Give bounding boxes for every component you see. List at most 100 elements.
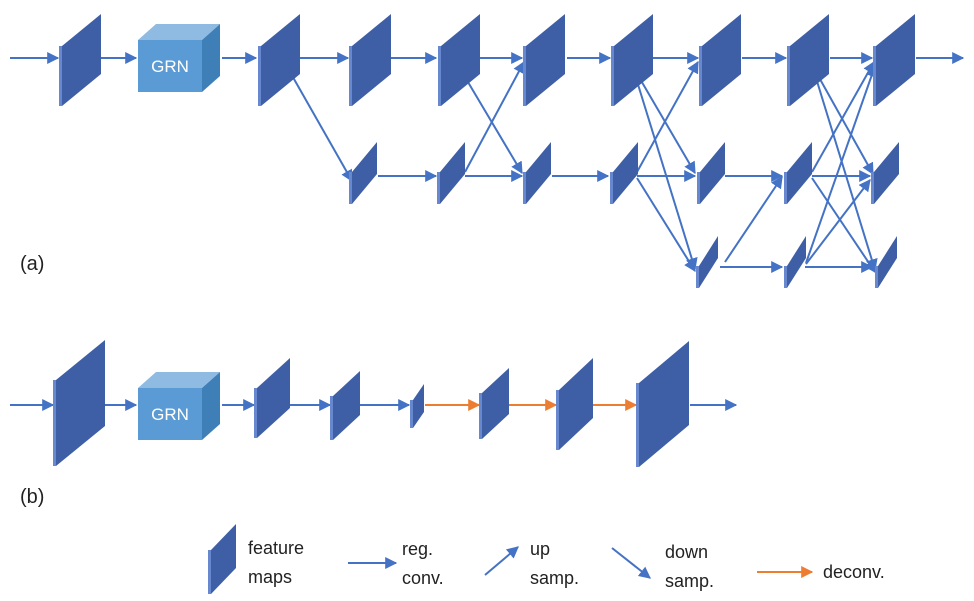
feature-map-face [526,14,565,106]
legend-up-samp-label: up [530,539,550,559]
feature-map-edge [523,46,526,106]
feature-map-edge [696,266,699,288]
feature-map-edge [479,393,482,439]
feature-map-face [790,14,829,106]
feature-map-face [62,14,101,106]
feature-map-face [440,142,465,204]
feature-map-face [787,142,812,204]
feature-map-face [333,371,360,440]
feature-map [59,14,101,106]
panel-a-feature-maps [59,14,915,288]
down-samp-arrow [815,77,878,272]
legend-down-samp-arrow [611,547,651,579]
feature-map-face [559,358,593,450]
grn-side-face [202,24,220,92]
up-samp-arrow [464,60,525,173]
grn-front-face [138,388,202,440]
feature-map [208,524,236,594]
grn-top-face [138,24,220,40]
up-samp-arrow [805,64,878,264]
down-samp-arrow [815,71,874,176]
up-samp-arrow [811,60,875,173]
feature-map-face [699,236,718,288]
legend: feature maps reg. conv. up samp. down sa… [208,524,885,594]
grn-block-a: GRN [138,24,220,92]
feature-map [699,14,741,106]
feature-map [871,142,899,204]
feature-map-edge [610,172,613,204]
feature-map-edge [410,400,413,428]
feature-map-face [700,142,725,204]
grn-label: GRN [151,405,189,424]
feature-map [349,14,391,106]
feature-map [258,14,300,106]
legend-reg-conv-label: reg. [402,539,433,559]
feature-map-face [211,524,236,594]
feature-map [784,236,806,288]
feature-map [556,358,593,450]
feature-map-edge [784,266,787,288]
feature-map-edge [53,380,56,466]
feature-map [349,142,377,204]
feature-map [53,340,105,466]
feature-map-edge [611,46,614,106]
feature-map-face [261,14,300,106]
feature-map [437,142,465,204]
feature-map-face [874,142,899,204]
feature-map [611,14,653,106]
feature-map-face [257,358,290,438]
feature-map-edge [349,172,352,204]
feature-map-face [482,368,509,439]
panel-b: (b) [10,340,738,508]
feature-map [479,368,509,439]
feature-map [610,142,638,204]
panel-a: (a) [10,14,965,288]
feature-map-edge [699,46,702,106]
feature-map [523,142,551,204]
grn-side-face [202,372,220,440]
feature-map [875,236,897,288]
feature-map-edge [330,396,333,440]
feature-map [787,14,829,106]
feature-map-face [702,14,741,106]
feature-map [410,384,424,428]
grn-block-b: GRN [138,372,220,440]
feature-map [438,14,480,106]
down-samp-arrow [635,77,698,271]
feature-map-face [787,236,806,288]
legend-feature-maps-label: maps [248,567,292,587]
down-samp-arrow [811,177,876,273]
feature-map-edge [59,46,62,106]
feature-map-edge [523,172,526,204]
feature-map-face [876,14,915,106]
feature-map-edge [784,172,787,204]
feature-map-face [56,340,105,466]
panel-label-a: (a) [20,253,44,275]
legend-reg-conv-label: conv. [402,568,444,588]
feature-map-edge [437,172,440,204]
feature-map [873,14,915,106]
feature-map-edge [556,390,559,450]
feature-map [784,142,812,204]
feature-map-edge [787,46,790,106]
feature-map-face [413,384,424,428]
feature-map [636,341,689,467]
feature-map-edge [208,550,211,594]
feature-map-face [878,236,897,288]
feature-map [697,142,725,204]
grn-front-face [138,40,202,92]
up-samp-arrow [636,60,699,173]
down-samp-arrow [636,177,696,273]
down-samp-arrow [289,71,353,183]
feature-map [696,236,718,288]
legend-feature-map-swatch [208,524,236,594]
legend-down-samp-label: samp. [665,571,714,591]
legend-up-samp-arrow [484,546,519,576]
up-samp-arrow [724,176,783,263]
legend-down-samp-label: down [665,542,708,562]
feature-map-edge [258,46,261,106]
legend-feature-maps-label: feature [248,538,304,558]
feature-map-face [526,142,551,204]
grn-label: GRN [151,57,189,76]
